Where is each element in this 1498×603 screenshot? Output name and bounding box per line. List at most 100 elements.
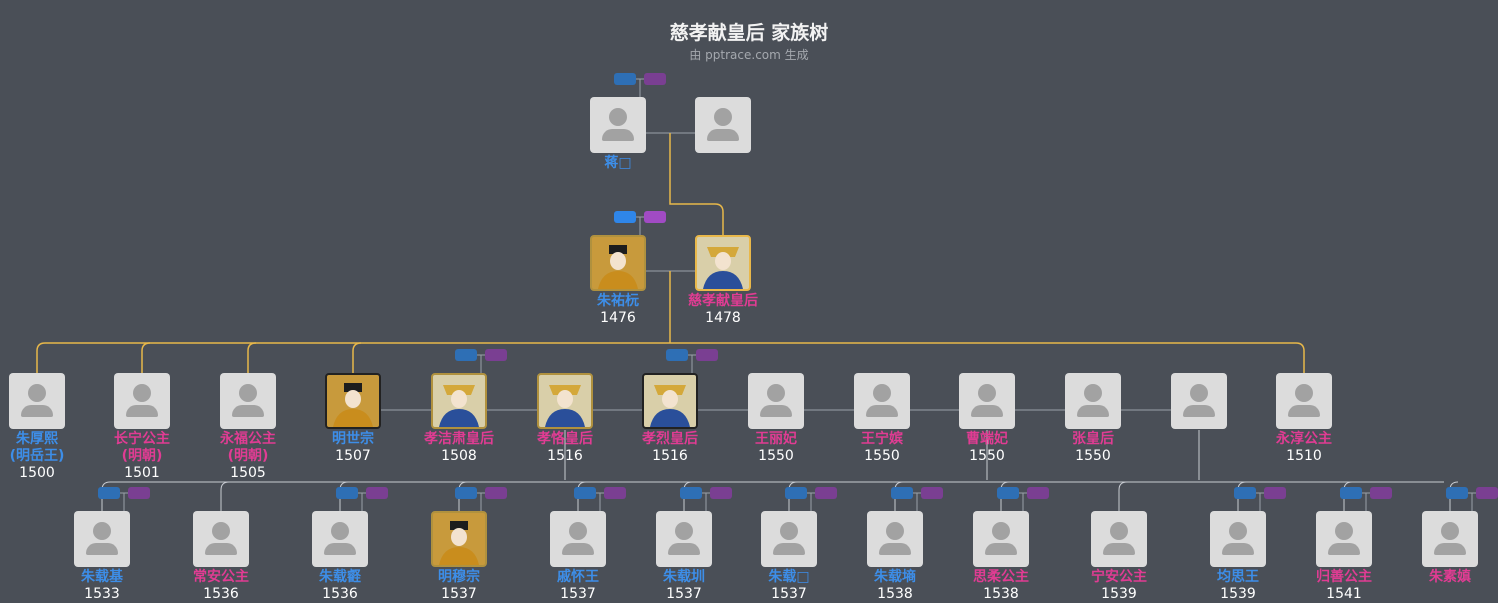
person-card[interactable] — [1146, 373, 1252, 431]
expand-descendants-toggle[interactable] — [644, 211, 666, 223]
person-name[interactable]: 归善公主 — [1316, 569, 1372, 585]
person-name[interactable]: 曹端妃 — [966, 431, 1008, 447]
person-name[interactable]: 张皇后 — [1072, 431, 1114, 447]
person-name[interactable]: 王丽妃 — [755, 431, 797, 447]
person-name[interactable]: 宁安公主 — [1091, 569, 1147, 585]
person-name[interactable]: 朱祐杬 — [597, 293, 639, 309]
person-name[interactable]: 王宁嫔 — [861, 431, 903, 447]
avatar-placeholder-icon[interactable] — [1422, 511, 1478, 567]
person-name[interactable]: 思柔公主 — [973, 569, 1029, 585]
expand-ancestors-toggle[interactable] — [455, 487, 477, 499]
expand-ancestors-toggle[interactable] — [1234, 487, 1256, 499]
person-card[interactable]: 朱厚熙(明岳王)1500 — [0, 373, 90, 482]
person-card[interactable] — [670, 97, 776, 155]
avatar-placeholder-icon[interactable] — [656, 511, 712, 567]
avatar-placeholder-icon[interactable] — [9, 373, 65, 429]
avatar-placeholder-icon[interactable] — [867, 511, 923, 567]
portrait-photo[interactable] — [537, 373, 593, 429]
avatar-placeholder-icon[interactable] — [1276, 373, 1332, 429]
expand-descendants-toggle[interactable] — [1027, 487, 1049, 499]
person-name[interactable]: 朱素嫃 — [1429, 569, 1471, 585]
person-name[interactable]: 朱载基 — [81, 569, 123, 585]
expand-descendants-toggle[interactable] — [485, 349, 507, 361]
expand-ancestors-toggle[interactable] — [574, 487, 596, 499]
portrait-photo[interactable] — [695, 235, 751, 291]
avatar-placeholder-icon[interactable] — [854, 373, 910, 429]
expand-ancestors-toggle[interactable] — [891, 487, 913, 499]
avatar-placeholder-icon[interactable] — [761, 511, 817, 567]
expand-ancestors-toggle[interactable] — [997, 487, 1019, 499]
person-name[interactable]: 明穆宗 — [438, 569, 480, 585]
expand-descendants-toggle[interactable] — [1476, 487, 1498, 499]
person-card[interactable]: 蒋□ — [565, 97, 671, 172]
avatar-placeholder-icon[interactable] — [973, 511, 1029, 567]
person-name[interactable]: 朱载墒 — [874, 569, 916, 585]
avatar-placeholder-icon[interactable] — [74, 511, 130, 567]
expand-descendants-toggle[interactable] — [696, 349, 718, 361]
portrait-photo[interactable] — [590, 235, 646, 291]
expand-descendants-toggle[interactable] — [366, 487, 388, 499]
avatar-placeholder-icon[interactable] — [1091, 511, 1147, 567]
avatar-placeholder-icon[interactable] — [220, 373, 276, 429]
expand-descendants-toggle[interactable] — [1264, 487, 1286, 499]
person-name[interactable]: 戚怀王 — [557, 569, 599, 585]
expand-ancestors-toggle[interactable] — [680, 487, 702, 499]
expand-ancestors-toggle[interactable] — [666, 349, 688, 361]
avatar-placeholder-icon[interactable] — [695, 97, 751, 153]
avatar-placeholder-icon[interactable] — [312, 511, 368, 567]
person-name[interactable]: 朱载壡 — [319, 569, 361, 585]
person-name[interactable]: 明世宗 — [332, 431, 374, 447]
expand-ancestors-toggle[interactable] — [336, 487, 358, 499]
avatar-placeholder-icon[interactable] — [114, 373, 170, 429]
expand-descendants-toggle[interactable] — [604, 487, 626, 499]
person-name[interactable]: 孝恪皇后 — [537, 431, 593, 447]
avatar-placeholder-icon[interactable] — [1210, 511, 1266, 567]
person-name[interactable]: 永福公主 — [220, 431, 276, 447]
portrait-photo[interactable] — [642, 373, 698, 429]
avatar-placeholder-icon[interactable] — [1171, 373, 1227, 429]
avatar-placeholder-icon[interactable] — [1316, 511, 1372, 567]
person-name[interactable]: 蒋□ — [604, 155, 632, 171]
portrait-photo[interactable] — [431, 511, 487, 567]
person-name[interactable]: 孝洁肃皇后 — [424, 431, 494, 447]
avatar-placeholder-icon[interactable] — [550, 511, 606, 567]
portrait-photo[interactable] — [325, 373, 381, 429]
person-name[interactable]: 慈孝献皇后 — [688, 293, 758, 309]
person-name[interactable]: 均思王 — [1217, 569, 1259, 585]
person-card[interactable]: 长宁公主(明朝)1501 — [89, 373, 195, 482]
avatar-placeholder-icon[interactable] — [193, 511, 249, 567]
person-name[interactable]: 永淳公主 — [1276, 431, 1332, 447]
expand-descendants-toggle[interactable] — [485, 487, 507, 499]
expand-ancestors-toggle[interactable] — [455, 349, 477, 361]
expand-descendants-toggle[interactable] — [815, 487, 837, 499]
expand-ancestors-toggle[interactable] — [785, 487, 807, 499]
expand-descendants-toggle[interactable] — [644, 73, 666, 85]
person-name[interactable]: 朱载□ — [768, 569, 810, 585]
person-name[interactable]: 朱载圳 — [663, 569, 705, 585]
expand-ancestors-toggle[interactable] — [614, 73, 636, 85]
avatar-placeholder-icon[interactable] — [590, 97, 646, 153]
person-card[interactable]: 永福公主(明朝)1505 — [195, 373, 301, 482]
portrait-photo[interactable] — [431, 373, 487, 429]
expand-ancestors-toggle[interactable] — [1446, 487, 1468, 499]
